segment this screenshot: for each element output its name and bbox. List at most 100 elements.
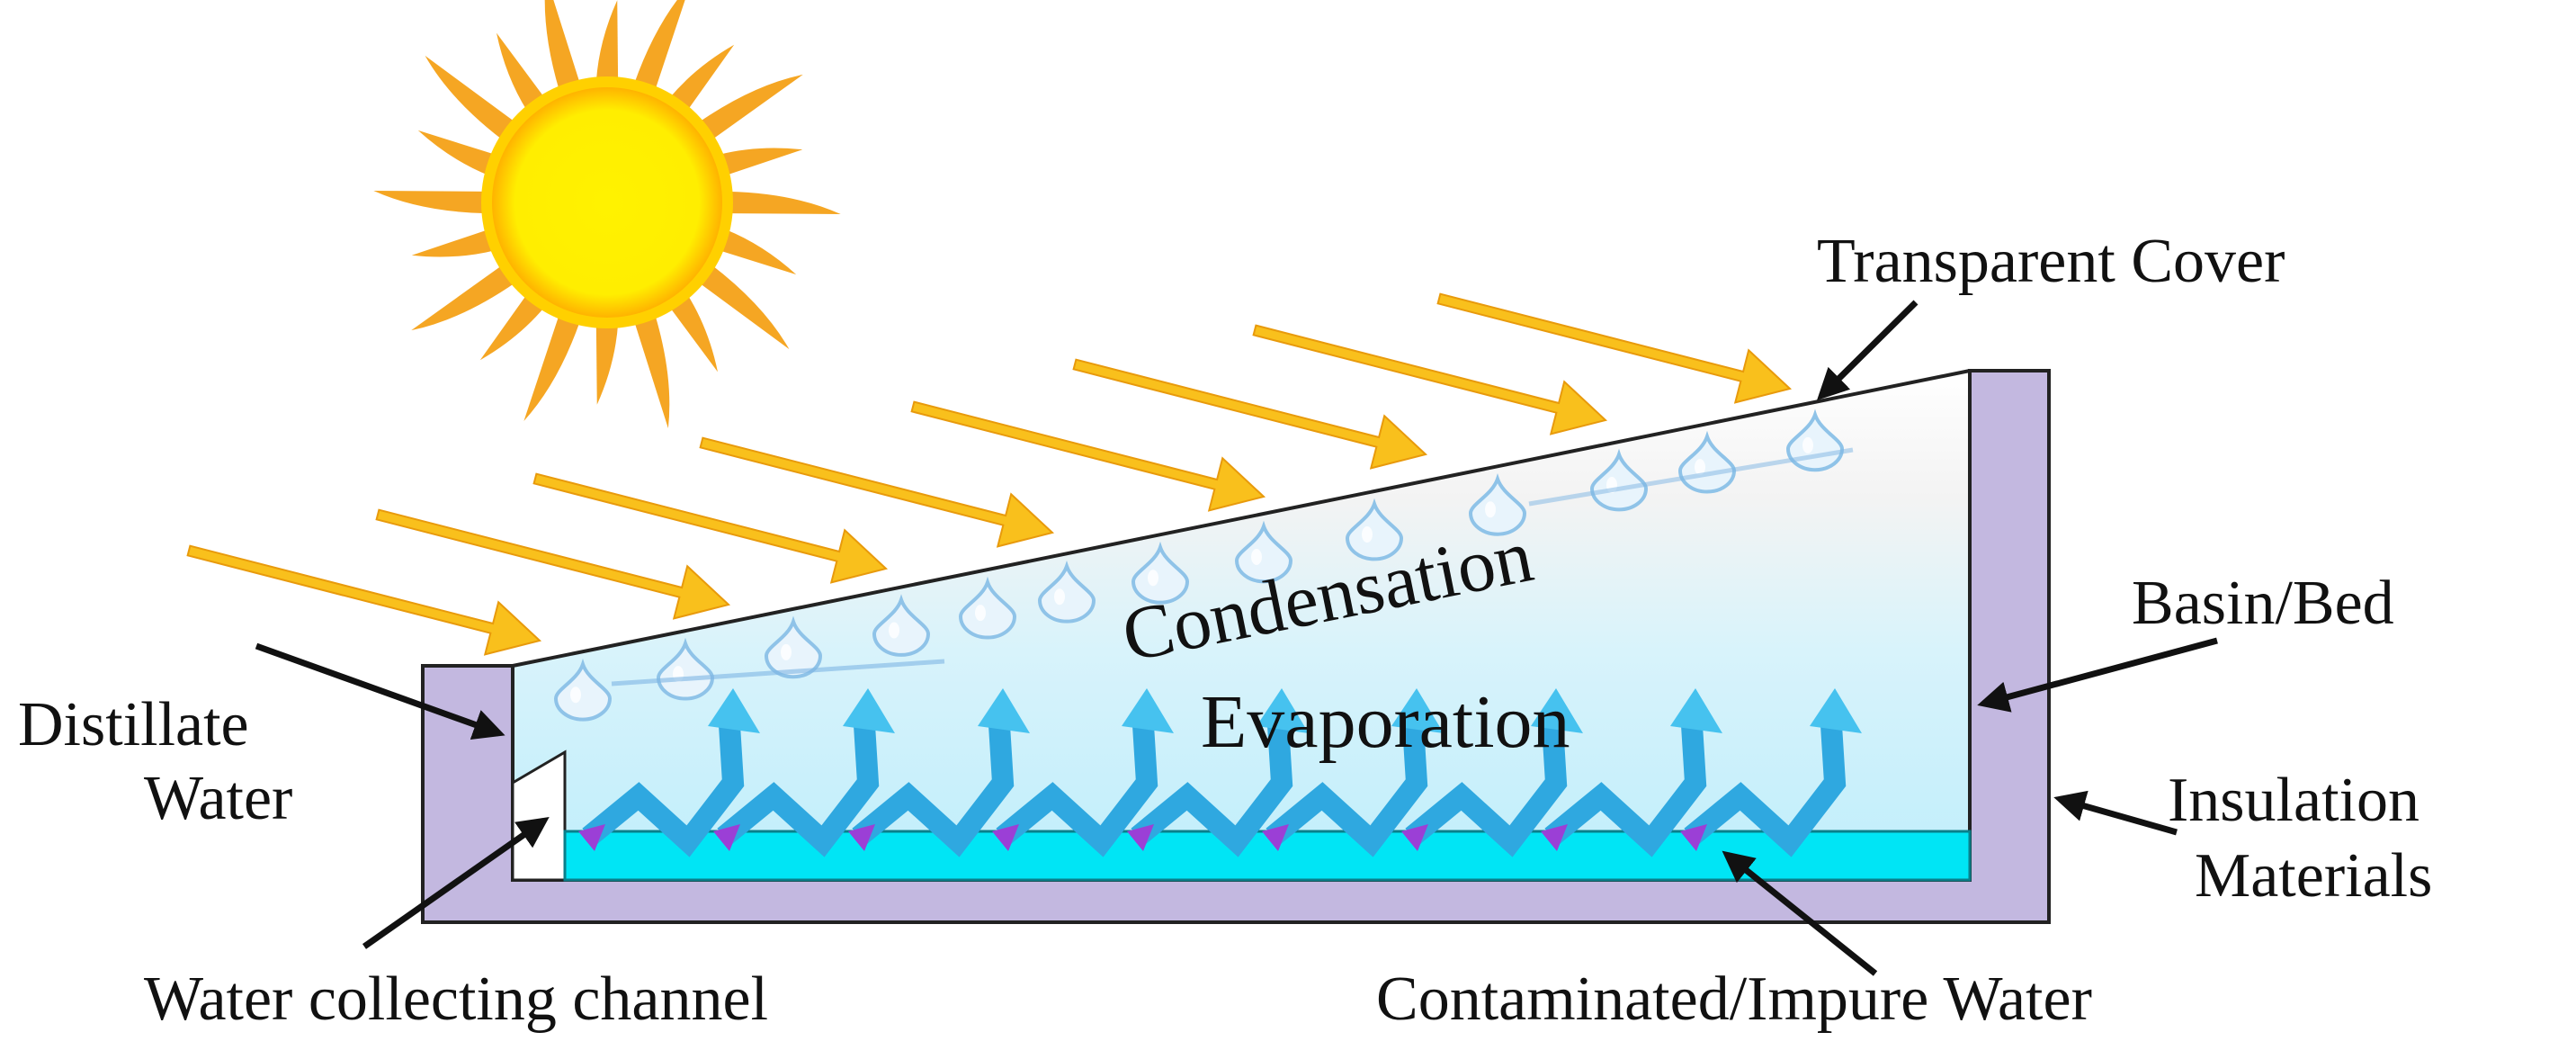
sun-ray <box>425 55 516 140</box>
droplet-icon <box>1234 520 1293 584</box>
droplet-highlight <box>1362 526 1373 543</box>
vapor-arrow-head <box>1257 688 1309 733</box>
pointer-transparent-cover <box>1817 300 1919 400</box>
pointer-basin-bed <box>1977 637 2218 713</box>
sun-ray <box>373 191 487 214</box>
vapor-arrow-tail <box>848 824 875 851</box>
vapor-arrow-tail <box>1262 824 1289 851</box>
label-basin-bed: Basin/Bed <box>2132 569 2394 638</box>
vapor-arrow <box>1684 710 1847 857</box>
vapor-arrow-head <box>1391 688 1444 733</box>
label-water-channel: Water collecting channel <box>144 965 768 1034</box>
vapor-arrow-head <box>1531 688 1583 733</box>
sun-ray <box>698 265 790 350</box>
sun-ray <box>669 293 718 372</box>
sun-ray <box>523 314 580 421</box>
droplet-highlight <box>1695 459 1705 476</box>
vapor-arrow-tail <box>578 824 605 851</box>
pointer-insulation <box>2053 790 2178 836</box>
droplet-icon <box>1589 448 1649 512</box>
condensate-run <box>611 659 945 687</box>
vapor-arrow-head <box>843 688 895 733</box>
transparent-cover <box>512 369 1971 668</box>
sun-ray <box>496 32 545 112</box>
droplet-highlight <box>889 622 899 639</box>
sun-ray <box>728 191 841 214</box>
droplet-highlight <box>1251 548 1262 565</box>
label-insulation-line2: Materials <box>2195 841 2432 911</box>
droplet-icon <box>958 576 1017 640</box>
condensate-run <box>1528 447 1854 507</box>
sunlight-arrow <box>375 508 731 620</box>
droplet-icon <box>656 637 715 701</box>
sun-ray <box>411 229 496 257</box>
sun-core <box>492 87 722 318</box>
droplet-highlight <box>1485 501 1496 518</box>
vapor-arrow <box>852 710 1015 857</box>
vapor-arrow-head <box>1670 688 1722 733</box>
sun-ray <box>417 130 496 175</box>
pointer-contaminated-water <box>1722 850 1878 976</box>
sun-ray <box>595 0 619 82</box>
droplet-highlight <box>975 605 986 622</box>
vapor-arrows <box>578 688 1862 857</box>
droplet-icon <box>1468 472 1527 536</box>
vapor-arrow <box>582 710 745 857</box>
condensation-droplets <box>553 408 1845 722</box>
label-transparent-cover: Transparent Cover <box>1817 227 2285 296</box>
sun-icon <box>373 0 841 428</box>
sun-ray <box>479 293 545 361</box>
droplet-icon <box>1345 498 1404 561</box>
sun-ray <box>634 314 670 428</box>
vapor-arrow-head <box>708 688 760 733</box>
sunlight-arrow <box>532 472 889 584</box>
vapor-arrow-tail <box>1680 824 1707 851</box>
droplet-icon <box>553 658 613 722</box>
label-evaporation: Evaporation <box>1201 680 1570 764</box>
vapor-arrow-head <box>1810 688 1862 733</box>
vapor-arrow-tail <box>992 824 1019 851</box>
sunlight-arrow <box>186 544 542 656</box>
vapor-arrow <box>1544 710 1707 857</box>
vapor-arrow <box>1266 710 1428 857</box>
sun-ray <box>411 265 516 331</box>
droplet-highlight <box>1802 436 1813 453</box>
droplet-highlight <box>781 643 792 660</box>
droplet-highlight <box>1148 570 1158 587</box>
vapor-arrow-head <box>978 688 1030 733</box>
vapor-arrow-head <box>1122 688 1174 733</box>
sun-ray <box>595 323 619 405</box>
vapor-arrow <box>1405 710 1568 857</box>
sunlight-arrow <box>1252 324 1608 435</box>
droplet-icon <box>1037 560 1096 624</box>
label-distillate-line1: Distillate <box>18 690 249 759</box>
vapor-arrow <box>1131 710 1293 857</box>
sunlight-arrow <box>1436 292 1793 404</box>
droplet-icon <box>872 594 931 657</box>
sun-ray <box>719 148 803 175</box>
pointer-distillate-water <box>255 642 505 740</box>
sun-ray <box>669 44 735 112</box>
sunlight-arrow <box>699 436 1055 548</box>
vapor-arrow-tail <box>1541 824 1568 851</box>
pointer-water-channel <box>362 816 550 949</box>
droplet-highlight <box>570 687 581 704</box>
sun-ray <box>634 0 685 91</box>
vapor-arrow <box>717 710 880 857</box>
sunlight-arrow <box>1072 358 1428 470</box>
droplet-highlight <box>1054 588 1065 606</box>
sunlight-arrows <box>186 292 1793 656</box>
vapor-arrow <box>996 710 1158 857</box>
droplet-icon <box>764 615 823 679</box>
droplet-icon <box>1131 541 1190 605</box>
sun-ray <box>698 74 803 140</box>
sun-ray <box>544 0 580 91</box>
basin-water <box>563 830 1972 882</box>
vapor-arrow-tail <box>713 824 740 851</box>
sun-ray <box>719 229 797 275</box>
label-distillate-line2: Water <box>144 764 292 833</box>
label-insulation-line1: Insulation <box>2168 766 2419 835</box>
vapor-arrow-tail <box>1127 824 1154 851</box>
